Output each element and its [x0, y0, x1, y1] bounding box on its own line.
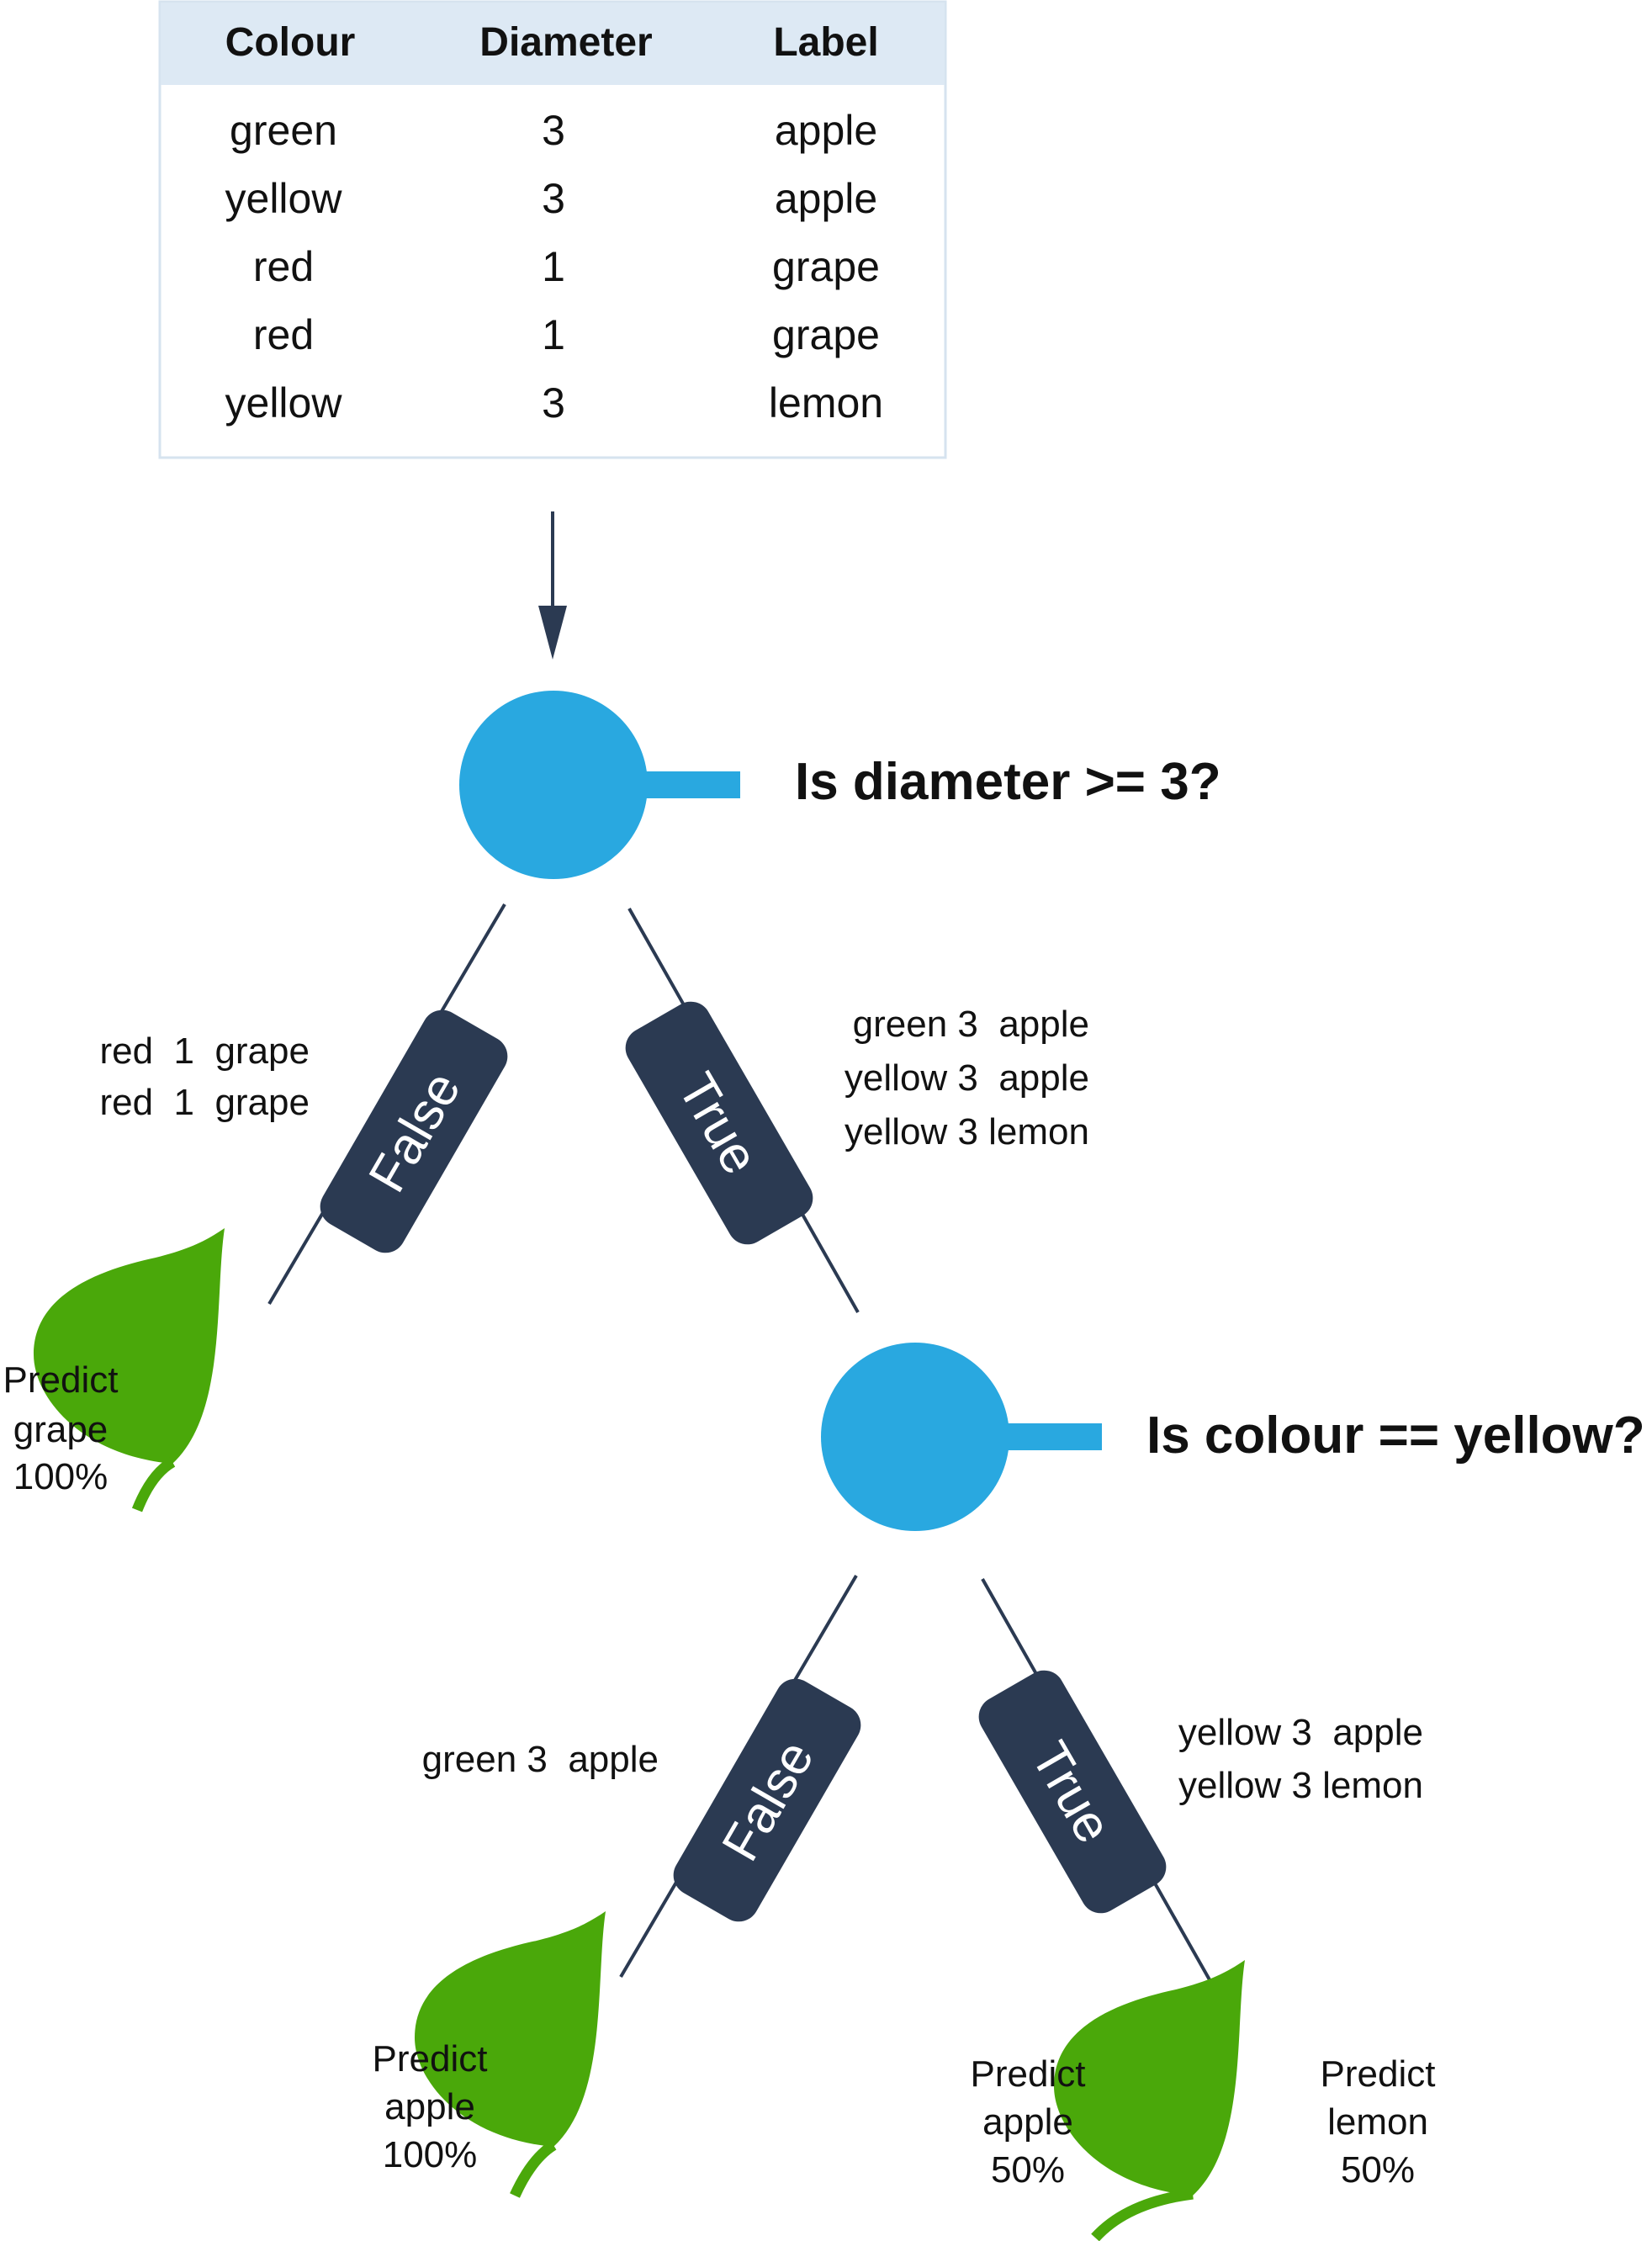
second-node-circle [821, 1343, 1009, 1531]
leaf-prediction-line: grape [13, 1409, 109, 1450]
leaf-prediction-line: apple [982, 2101, 1073, 2143]
subset-row: green 3 apple [422, 1739, 659, 1780]
arrow-head-icon [538, 606, 567, 660]
table-cell: red [253, 311, 314, 358]
leaf-prediction-line: Predict [373, 2038, 488, 2079]
leaf-prediction-line: lemon [1327, 2101, 1428, 2143]
root-true-branch: True green 3 apple yellow 3 apple yellow… [625, 908, 1089, 1313]
table-cell: apple [775, 175, 877, 222]
true-badge [978, 1670, 1167, 1914]
leaf-prediction-line: apple [384, 2086, 475, 2127]
table-cell: 1 [542, 311, 565, 358]
subset-row: red 1 grape [100, 1030, 310, 1072]
leaf-stem [1091, 2188, 1194, 2241]
leaf-apple: Predict apple 100% [373, 1911, 606, 2198]
data-table: Colour Diameter Label green 3 apple yell… [158, 0, 947, 459]
root-node-stem [639, 771, 740, 798]
leaf-prediction-line: 100% [383, 2134, 478, 2175]
subset-row: yellow 3 apple [1178, 1712, 1423, 1753]
root-node-circle [459, 691, 648, 879]
input-arrow [538, 511, 567, 660]
table-cell: yellow [225, 175, 343, 222]
root-question: Is diameter >= 3? [795, 753, 1221, 811]
subset-row: yellow 3 lemon [845, 1111, 1089, 1152]
table-cell: 3 [542, 107, 565, 154]
root-node: Is diameter >= 3? [459, 691, 1221, 879]
leaf-stem [131, 1457, 176, 1513]
table-header-bar [161, 3, 945, 85]
table-header-diameter: Diameter [479, 20, 652, 65]
table-cell: grape [772, 243, 880, 290]
second-false-branch: False green 3 apple [422, 1574, 861, 1979]
table-header-label: Label [773, 20, 878, 65]
table-cell: yellow [225, 379, 343, 426]
false-badge [320, 1009, 508, 1253]
table-cell: 3 [542, 379, 565, 426]
subset-row: green 3 apple [853, 1004, 1089, 1045]
subset-row: red 1 grape [100, 1082, 310, 1123]
table-cell: 1 [542, 243, 565, 290]
root-false-branch: False red 1 grape red 1 grape [100, 903, 508, 1306]
leaf-prediction-line: Predict [971, 2053, 1086, 2095]
true-badge [625, 1001, 813, 1245]
second-true-branch: True yellow 3 apple yellow 3 lemon [978, 1578, 1423, 1984]
table-cell: red [253, 243, 314, 290]
leaf-grape: Predict grape 100% [3, 1228, 225, 1513]
leaf-stem [510, 2140, 557, 2198]
subset-row: yellow 3 lemon [1178, 1765, 1423, 1806]
leaf-prediction-line: Predict [3, 1359, 119, 1401]
second-question: Is colour == yellow? [1146, 1407, 1645, 1465]
second-node-stem [1001, 1423, 1102, 1450]
table-cell: 3 [542, 175, 565, 222]
table-cell: apple [775, 107, 877, 154]
leaf-mixed: Predict apple 50% Predict lemon 50% [971, 1960, 1436, 2241]
table-cell: green [230, 107, 337, 154]
leaf-prediction-line: 100% [13, 1456, 109, 1497]
false-badge [673, 1678, 861, 1922]
table-cell: grape [772, 311, 880, 358]
second-node: Is colour == yellow? [821, 1343, 1645, 1531]
leaf-prediction-line: 50% [1341, 2149, 1415, 2191]
subset-row: yellow 3 apple [845, 1057, 1089, 1099]
leaf-prediction-line: 50% [991, 2149, 1065, 2191]
table-cell: lemon [769, 379, 883, 426]
table-header-colour: Colour [225, 20, 356, 65]
leaf-prediction-line: Predict [1321, 2053, 1436, 2095]
